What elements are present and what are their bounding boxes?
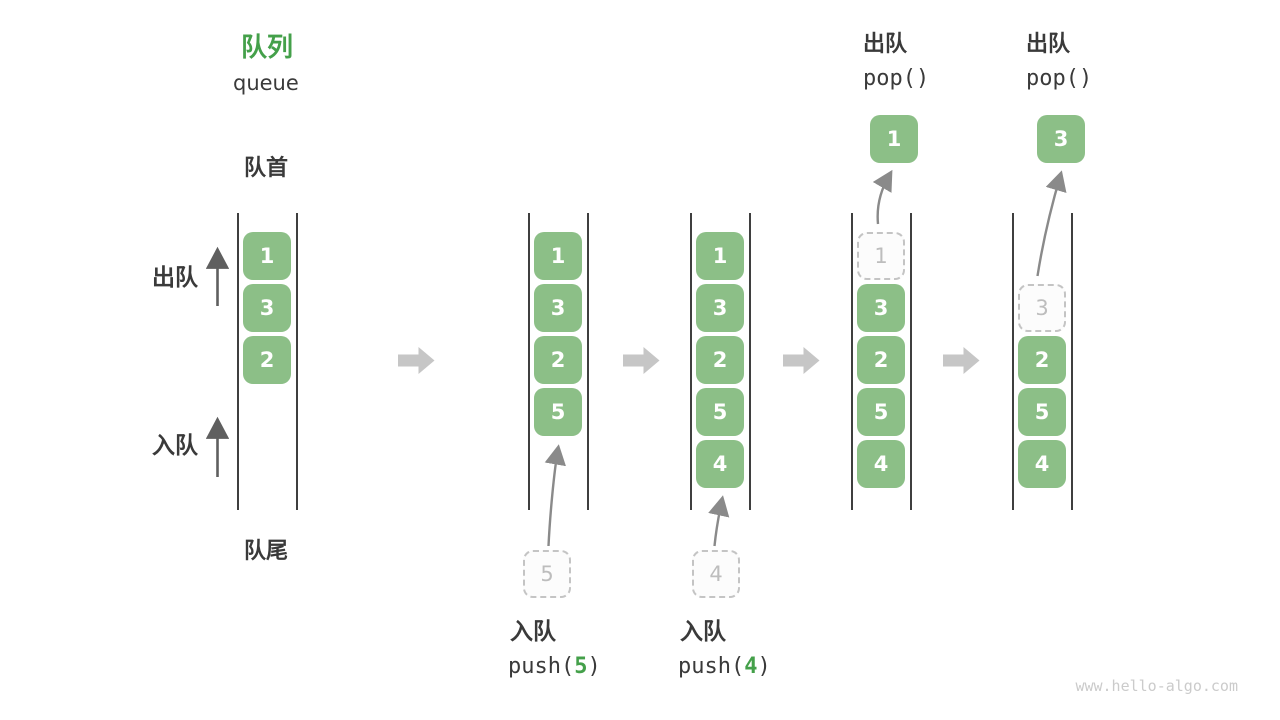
popped-cell: 1 [870, 115, 918, 163]
push-caption-code: push(5) [508, 655, 601, 679]
queue-cell: 2 [534, 336, 582, 384]
pop-caption-zh: 出队 [863, 32, 908, 57]
code-fn: push( [508, 654, 575, 680]
dequeued-ghost-cell: 1 [857, 232, 905, 280]
watermark: www.hello-algo.com [1075, 677, 1238, 695]
queue-wall [1012, 213, 1014, 510]
queue-wall [1071, 213, 1073, 510]
pop-caption-2: 出队 pop() [1026, 32, 1093, 92]
queue-cell: 5 [696, 388, 744, 436]
queue-wall [237, 213, 239, 510]
push-caption-1: 入队 push(5) [508, 619, 601, 679]
queue-cell: 3 [534, 284, 582, 332]
staged-push-cell: 4 [692, 550, 740, 598]
label-enqueue-side: 入队 [152, 433, 198, 459]
queue-cell: 5 [1018, 388, 1066, 436]
code-arg: 4 [744, 654, 758, 680]
state-transition-arrow-icon [783, 343, 820, 378]
code-close: ) [757, 654, 771, 680]
push-caption-code: push(4) [678, 655, 771, 679]
state-transition-arrow-icon [398, 343, 435, 378]
state-transition-arrow-icon [943, 343, 980, 378]
queue-cell: 1 [696, 232, 744, 280]
queue-cell: 5 [857, 388, 905, 436]
staged-push-cell: 5 [523, 550, 571, 598]
queue-cell: 3 [243, 284, 291, 332]
state-transition-arrow-icon [623, 343, 660, 378]
dequeued-ghost-cell: 3 [1018, 284, 1066, 332]
queue-cell: 5 [534, 388, 582, 436]
label-queue-front: 队首 [244, 156, 289, 181]
code-close: ) [587, 654, 601, 680]
pop-caption-code: pop() [863, 66, 930, 92]
queue-wall [851, 213, 853, 510]
popped-cell: 3 [1037, 115, 1085, 163]
code-fn: push( [678, 654, 745, 680]
queue-cell: 3 [696, 284, 744, 332]
queue-wall [528, 213, 530, 510]
label-queue-rear: 队尾 [244, 539, 289, 564]
queue-cell: 4 [1018, 440, 1066, 488]
label-dequeue-side: 出队 [152, 265, 198, 291]
push-caption-zh: 入队 [510, 619, 556, 645]
queue-wall [296, 213, 298, 510]
queue-wall [587, 213, 589, 510]
queue-cell: 4 [696, 440, 744, 488]
queue-cell: 2 [243, 336, 291, 384]
pop-caption-1: 出队 pop() [863, 32, 930, 92]
push-caption-2: 入队 push(4) [678, 619, 771, 679]
queue-wall [749, 213, 751, 510]
push-caption-zh: 入队 [680, 619, 726, 645]
queue-cell: 2 [1018, 336, 1066, 384]
diagram-title-en: queue [233, 71, 299, 95]
queue-wall [690, 213, 692, 510]
code-arg: 5 [574, 654, 588, 680]
pop-caption-code: pop() [1026, 66, 1093, 92]
queue-cell: 1 [534, 232, 582, 280]
queue-cell: 2 [696, 336, 744, 384]
queue-cell: 2 [857, 336, 905, 384]
queue-wall [910, 213, 912, 510]
queue-cell: 3 [857, 284, 905, 332]
queue-cell: 4 [857, 440, 905, 488]
queue-cell: 1 [243, 232, 291, 280]
pop-caption-zh: 出队 [1026, 32, 1071, 57]
diagram-title-zh: 队列 [241, 33, 294, 63]
